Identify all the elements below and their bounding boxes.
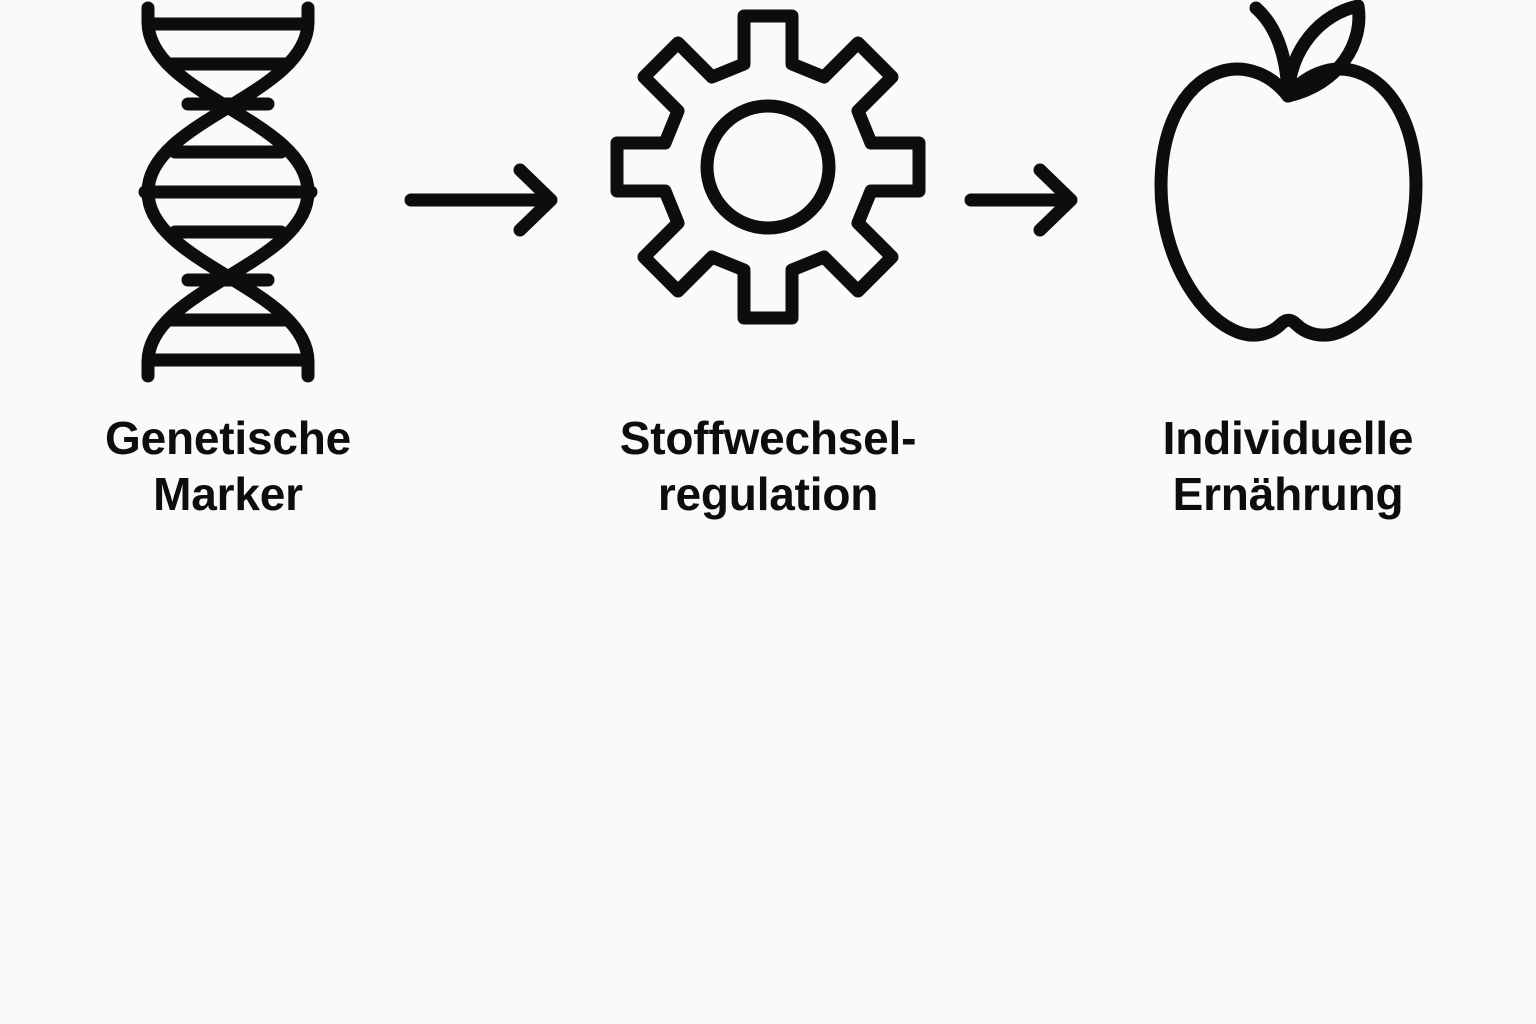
stage-metabolic-regulation[interactable]: Stoffwechsel- regulation xyxy=(583,0,953,522)
stage-label-metabolic-regulation: Stoffwechsel- regulation xyxy=(619,412,917,521)
gear-icon xyxy=(610,9,926,325)
dna-helix-icon-wrap xyxy=(128,0,328,400)
stage-label-individual-nutrition: Individuelle Ernährung xyxy=(1162,412,1414,521)
stage-genetic-markers[interactable]: Genetische Marker xyxy=(63,0,393,522)
gear-icon-wrap xyxy=(610,0,926,400)
apple-icon xyxy=(1154,0,1423,342)
stage-individual-nutrition[interactable]: Individuelle Ernährung xyxy=(1103,0,1473,522)
arrow-right-icon xyxy=(404,163,558,237)
connector-arrow-1 xyxy=(393,0,583,400)
apple-icon-wrap xyxy=(1143,0,1433,400)
arrow-right-icon xyxy=(964,163,1078,237)
connector-arrow-2 xyxy=(953,0,1103,400)
dna-helix-icon xyxy=(138,1,318,383)
stage-label-genetic-markers: Genetische Marker xyxy=(105,412,351,521)
